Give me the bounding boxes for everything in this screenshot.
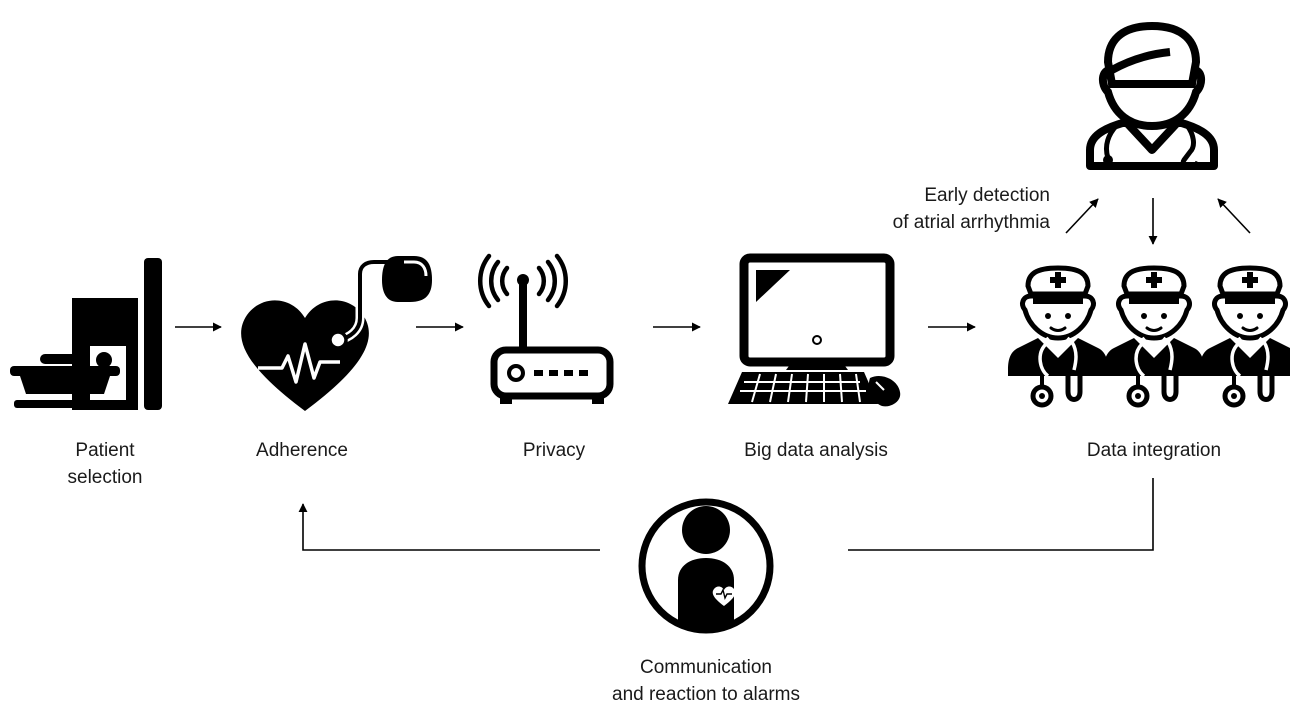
label-privacy: Privacy [522,440,586,461]
label-early-detection-line1: Early detection [924,185,1050,206]
label-early-detection: Early detection of atrial arrhythmia [830,182,1050,236]
line-integration-to-communication [848,478,1154,551]
arrow-communication-to-adherence [298,503,600,551]
arrow-annotation-to-doctor [1065,198,1099,234]
label-patient-selection-line1: Patient [75,440,135,461]
computer-icon [728,253,901,407]
doctor-icon [1086,21,1218,170]
ct-scanner-icon [10,258,162,410]
label-communication-line2: and reaction to alarms [612,684,800,705]
arrow-nurses-to-doctor [1217,198,1251,234]
wifi-router-icon [478,253,614,404]
label-big-data-analysis: Big data analysis [744,440,888,461]
patient-with-device-icon [638,498,774,634]
label-communication: Communication and reaction to alarms [576,654,836,708]
heart-pacemaker-icon [241,256,432,411]
label-patient-selection-line2: selection [67,467,143,488]
label-early-detection-line2: of atrial arrhythmia [892,212,1050,233]
nurses-icon [1008,268,1290,405]
label-adherence: Adherence [256,440,348,461]
label-patient-selection: Patient selection [40,437,170,491]
label-communication-line1: Communication [640,657,772,678]
flow-arrows [175,198,1251,551]
label-data-integration: Data integration [1086,440,1222,461]
